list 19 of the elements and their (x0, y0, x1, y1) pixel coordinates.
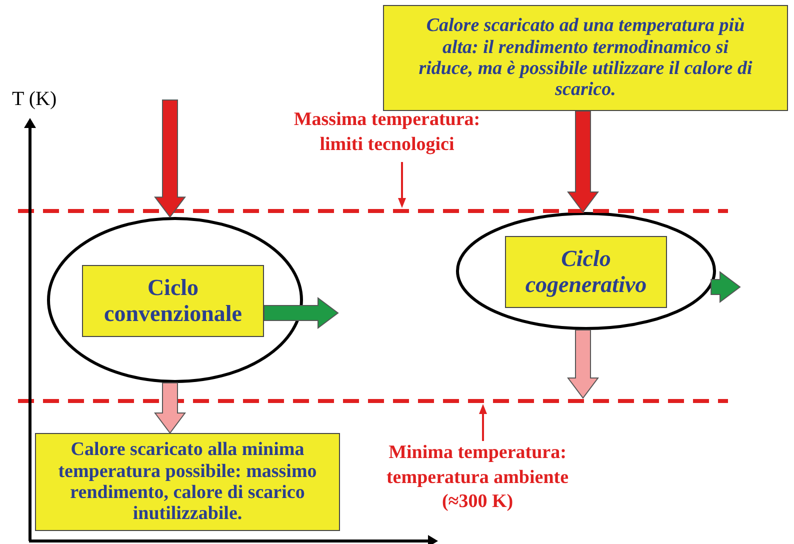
block-arrow (567, 330, 599, 399)
dashed-line (18, 208, 728, 214)
block-arrow (567, 110, 599, 213)
axis-label: T (K) (12, 88, 57, 111)
leader-arrow (479, 404, 487, 441)
block-arrow (154, 382, 186, 434)
limit-note: Minima temperatura: temperatura ambiente (≈300 K) (365, 441, 590, 521)
dashed-line (18, 398, 728, 404)
note-box: Calore scaricato alla minima temperatura possibile: massimo rendimento, calore di scarico inutilizzabile. (35, 433, 340, 531)
block-arrow (154, 100, 186, 218)
cycle-ellipse (47, 217, 303, 383)
cycle-label: Ciclo cogenerativo (505, 236, 667, 308)
note-box: Calore scaricato ad una temperatura più alta: il rendimento termodinamico si riduce, ma è possibile utilizzare il calore di scarico. (383, 5, 788, 111)
cycle-label: Ciclo convenzionale (82, 265, 264, 337)
block-arrow (710, 271, 741, 303)
block-arrow (264, 297, 339, 329)
limit-note: Massima temperatura: limiti tecnologici (282, 108, 492, 162)
leader-arrow (398, 162, 406, 208)
cycle-ellipse (456, 212, 716, 330)
